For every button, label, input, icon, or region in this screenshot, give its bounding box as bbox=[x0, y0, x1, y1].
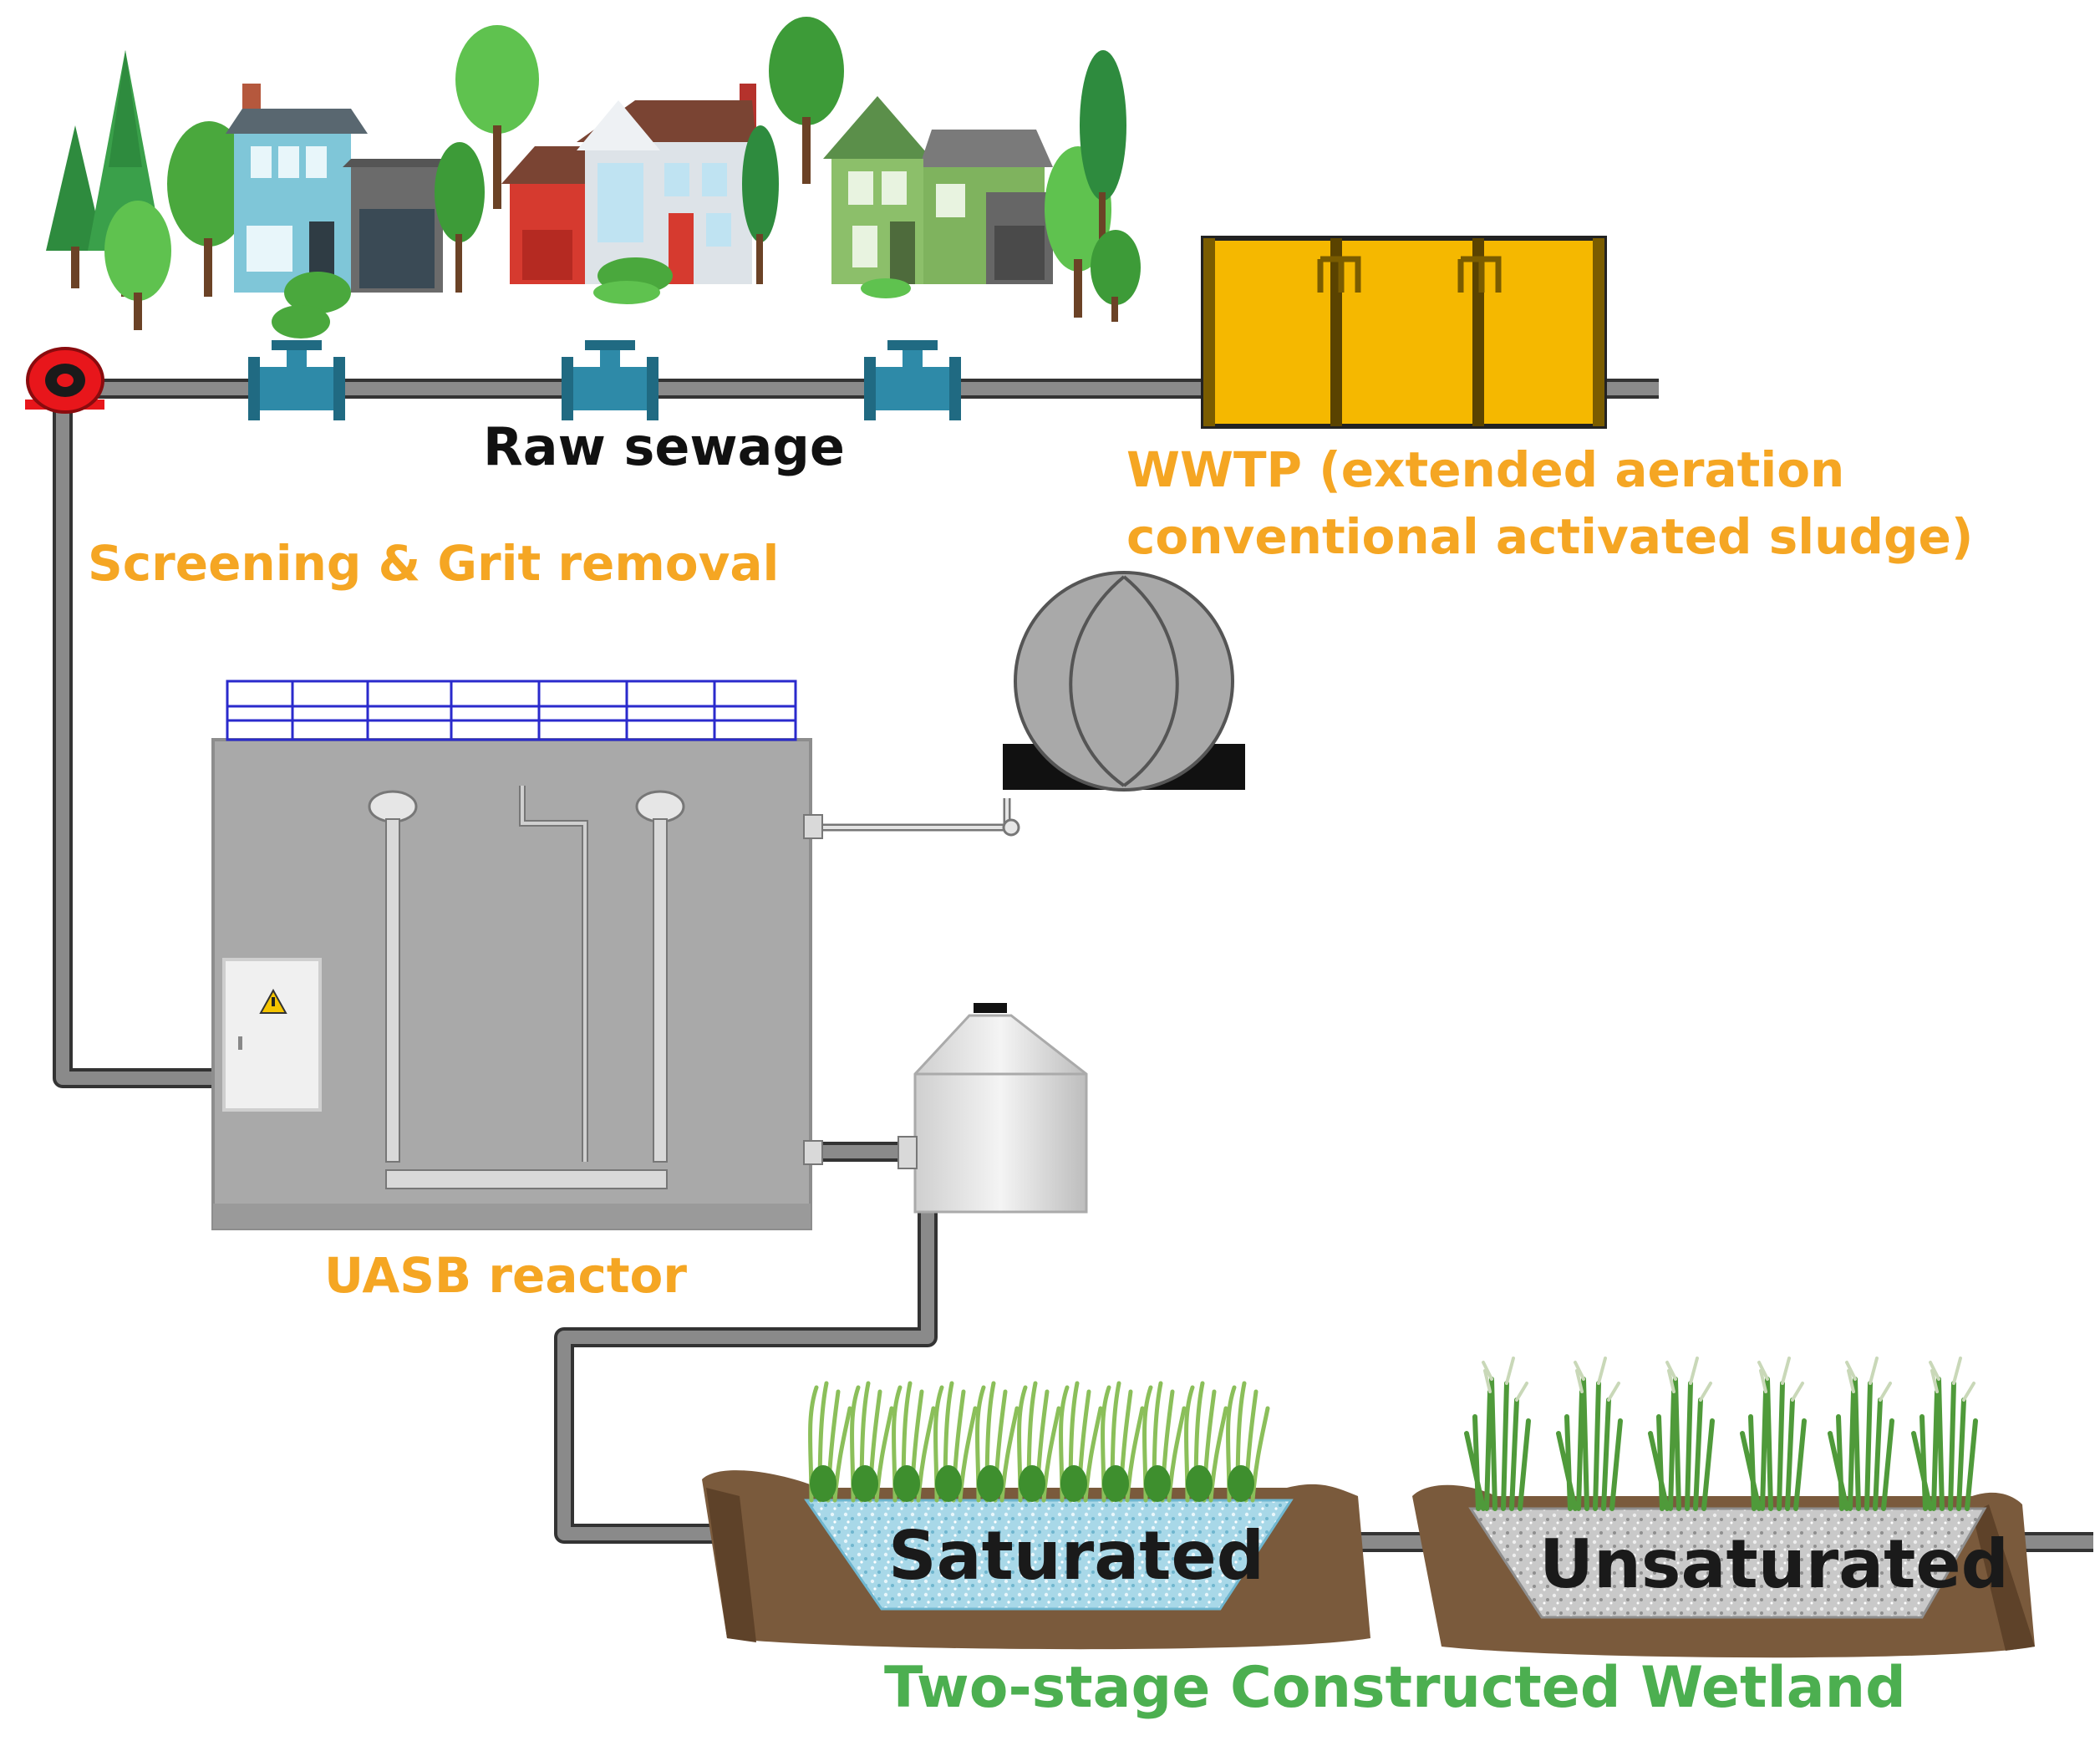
biogas-pipe bbox=[815, 798, 1011, 832]
reeds-saturated bbox=[808, 1381, 1270, 1503]
tree-icon bbox=[1080, 50, 1126, 259]
screening-pipe bbox=[53, 401, 217, 1088]
reed-icon bbox=[1059, 1381, 1103, 1503]
warning-icon bbox=[259, 988, 287, 1014]
reed-icon bbox=[1017, 1381, 1061, 1503]
house-icon bbox=[823, 96, 1053, 284]
saturated-label: Saturated bbox=[888, 1517, 1264, 1595]
house-icon bbox=[226, 84, 451, 293]
wwtp-label-line2: conventional activated sludge) bbox=[1126, 508, 1974, 565]
tree-icon bbox=[167, 121, 251, 297]
wetland-title-label: Two-stage Constructed Wetland bbox=[884, 1655, 1906, 1721]
reed-icon bbox=[1740, 1357, 1807, 1511]
wwtp-label-line1: WWTP (extended aeration bbox=[1126, 441, 1845, 498]
reed-icon bbox=[975, 1381, 1019, 1503]
house-icon bbox=[501, 84, 756, 284]
screening-label: Screening & Grit removal bbox=[88, 535, 780, 592]
pump-icon[interactable] bbox=[25, 347, 104, 414]
reed-icon bbox=[1556, 1357, 1623, 1511]
valve-icon[interactable] bbox=[248, 340, 345, 420]
reed-icon bbox=[892, 1381, 936, 1503]
wetland-unsaturated-bed[interactable] bbox=[1412, 1484, 2035, 1658]
tree-icon bbox=[104, 201, 171, 330]
reed-icon bbox=[1184, 1381, 1228, 1503]
reed-icon bbox=[1911, 1357, 1978, 1511]
tree-icon bbox=[455, 25, 539, 209]
valve-icon[interactable] bbox=[562, 340, 658, 420]
reed-icon bbox=[1648, 1357, 1715, 1511]
tree-icon bbox=[742, 125, 779, 284]
control-panel[interactable] bbox=[222, 958, 322, 1112]
tree-icon bbox=[1091, 230, 1141, 322]
tree-icon bbox=[769, 17, 844, 184]
raw-sewage-label: Raw sewage bbox=[483, 416, 845, 477]
unsaturated-label: Unsaturated bbox=[1539, 1525, 2009, 1603]
reed-icon bbox=[933, 1381, 978, 1503]
valve-icon[interactable] bbox=[864, 340, 961, 420]
tree-icon bbox=[284, 272, 351, 313]
uasb-reactor[interactable] bbox=[211, 680, 823, 1230]
reed-icon bbox=[1226, 1381, 1270, 1503]
reed-icon bbox=[808, 1381, 852, 1503]
wetland-saturated-bed[interactable] bbox=[702, 1470, 1370, 1650]
biogas-holder[interactable] bbox=[1002, 571, 1245, 837]
reed-icon bbox=[850, 1381, 894, 1503]
town-scene bbox=[46, 17, 1141, 339]
tree-icon bbox=[435, 142, 485, 293]
settling-tank[interactable] bbox=[897, 1003, 1088, 1214]
reed-icon bbox=[1828, 1357, 1894, 1511]
tree-icon bbox=[46, 125, 104, 288]
wwtp-tank[interactable] bbox=[1201, 236, 1607, 429]
reed-icon bbox=[1101, 1381, 1145, 1503]
gas-collector-frame bbox=[226, 680, 797, 741]
reed-icon bbox=[1142, 1381, 1187, 1503]
uasb-label: UASB reactor bbox=[324, 1247, 688, 1304]
reed-icon bbox=[1464, 1357, 1531, 1511]
reeds-unsaturated bbox=[1464, 1357, 1978, 1511]
